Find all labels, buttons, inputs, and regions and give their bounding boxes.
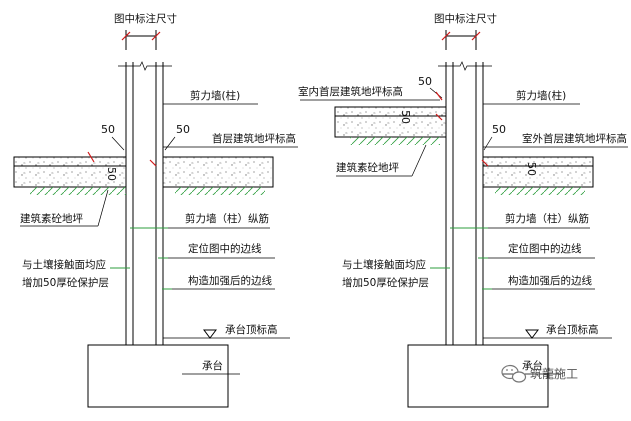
left-slab-leader-d [97,189,109,227]
left-pile-cap [87,344,229,408]
left-rebar-label: 剪力墙（柱）纵筋 [185,212,269,225]
right-dim-vertical: 50 [399,110,412,124]
left-cap-top-label: 承台顶标高 [225,323,278,336]
left-soil-note-2: 增加50厚砼保护层 [22,276,109,289]
left-detail: 图中标注尺寸 剪力墙(柱) 50 50 首层建筑地坪标高 50 [13,12,298,408]
right-dim-right: 50 [492,123,506,136]
left-floor-label: 首层建筑地坪标高 [212,132,296,145]
right-rebar-label: 剪力墙（柱）纵筋 [505,212,589,225]
right-pile-cap [407,344,549,408]
wechat-icon [501,364,527,383]
right-indoor-soil [350,137,440,145]
left-top-label: 图中标注尺寸 [114,12,177,25]
left-strengthened-label: 构造加强后的边线 [188,274,272,287]
right-wall [438,61,492,345]
right-wall-label: 剪力墙(柱) [516,89,566,102]
right-cap-top-label: 承台顶标高 [546,323,599,336]
left-slab-label: 建筑素砼地坪 [20,212,83,225]
left-centerline-label: 定位图中的边线 [188,242,262,255]
left-dim-right: 50 [176,123,190,136]
right-top-dimension [441,30,481,50]
left-top-dimension [121,30,161,50]
right-strengthened-label: 构造加强后的边线 [508,274,592,287]
right-outdoor-soil [495,187,585,195]
left-cap-label: 承台 [202,359,223,372]
right-soil-note-1: 与土壤接触面均应 [342,258,426,271]
right-outdoor-label: 室外首层建筑地坪标高 [522,132,627,145]
left-wall-label: 剪力墙(柱) [190,89,240,102]
right-slab-label: 建筑素砼地坪 [336,161,399,174]
left-soil-hatch-right [175,187,265,195]
right-cap-label: 承台 [522,359,543,372]
right-indoor-label: 室内首层建筑地坪标高 [298,85,403,98]
left-slab-right [162,156,274,188]
left-dim-left: 50 [101,123,115,136]
right-detail: 图中标注尺寸 50 室内首层建筑地坪标高 剪力墙(柱) 50 50 室外首层建筑… [298,12,628,408]
right-indoor-slab [334,106,447,138]
right-outdoor-slab [482,156,594,188]
left-cap-elev-symbol [203,329,217,339]
watermark: 筑龍施工 [501,364,578,383]
left-wall [118,61,172,345]
left-soil-note-1: 与土壤接触面均应 [22,258,106,271]
right-cap-elev-symbol [525,329,539,339]
left-dim-right-leader [164,136,176,151]
left-dim-left-leader [111,136,125,151]
right-dim-top: 50 [418,75,432,88]
left-slab-left [13,156,127,188]
right-centerline-label: 定位图中的边线 [508,242,582,255]
right-top-label: 图中标注尺寸 [434,12,497,25]
left-dim-vertical: 50 [105,167,118,181]
left-soil-hatch-left [30,187,126,195]
right-soil-note-2: 增加50厚砼保护层 [342,276,429,289]
right-dim-right-vertical: 50 [525,162,538,176]
watermark-text: 筑龍施工 [530,366,578,381]
